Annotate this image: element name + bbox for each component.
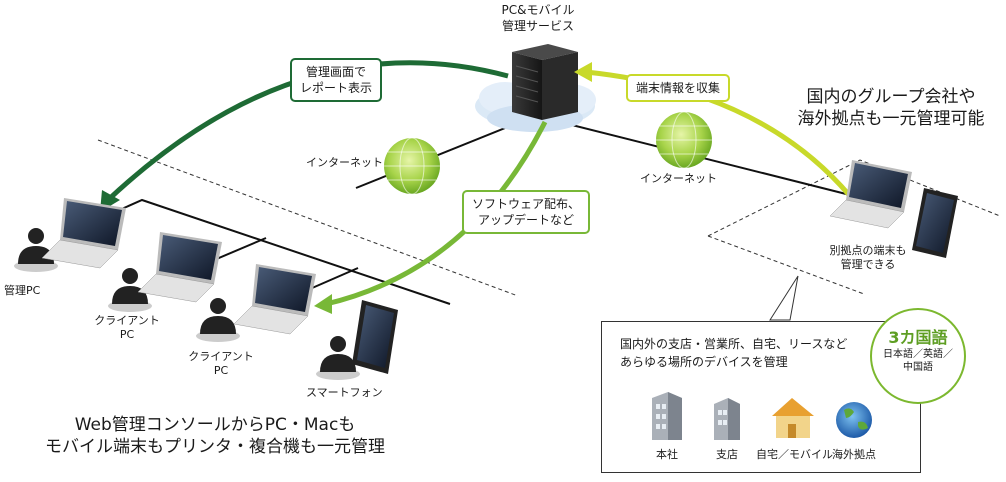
- laptop-icon: [137, 232, 222, 303]
- remote-device-label: 別拠点の端末も 管理できる: [829, 244, 907, 271]
- headline-right: 国内のグループ会社や 海外拠点も一元管理可能: [797, 87, 985, 129]
- collect-callout: 端末情報を収集: [626, 74, 731, 102]
- headline-bottom: Web管理コンソールからPC・Macも モバイル端末もプリンタ・複合機も一元管理: [45, 415, 385, 457]
- branch-building-icon: [714, 398, 740, 440]
- internet-label-right: インターネット: [640, 172, 717, 185]
- place-label: 支店: [716, 448, 738, 461]
- info-box: 国内外の支店・営業所、自宅、リースなど あらゆる場所のデバイスを管理: [601, 321, 921, 473]
- place-icons: [652, 392, 872, 440]
- remote-network-zone: [707, 159, 1001, 295]
- admin-pc-label: 管理PC: [4, 284, 41, 297]
- software-arrow: [325, 120, 548, 307]
- info-line: 国内外の支店・営業所、自宅、リースなど: [620, 337, 848, 351]
- globe-icon: [656, 111, 712, 169]
- person-icon: [316, 336, 360, 380]
- laptop-icon: [829, 160, 912, 229]
- report-callout: 管理画面で レポート表示: [290, 58, 383, 102]
- office-building-icon: [652, 392, 682, 440]
- person-icon: [108, 268, 152, 312]
- earth-icon: [836, 402, 872, 438]
- info-line: あらゆる場所のデバイスを管理: [620, 355, 788, 369]
- place-label: 海外拠点: [832, 448, 876, 461]
- tablet-icon: [912, 188, 958, 258]
- language-title: 3カ国語: [888, 328, 948, 347]
- house-icon: [772, 398, 814, 438]
- laptop-icon: [41, 198, 126, 269]
- software-callout: ソフトウェア配布、 アップデートなど: [462, 190, 591, 234]
- laptop-icon: [233, 264, 316, 335]
- client-pc-label: クライアント PC: [188, 350, 254, 377]
- client-pc-label: クライアント PC: [94, 314, 160, 341]
- person-icon: [196, 298, 240, 342]
- language-badge: 3カ国語 日本語／英語／ 中国語: [870, 308, 966, 404]
- smartphone-label: スマートフォン: [306, 386, 383, 399]
- local-network-zone: [97, 139, 519, 297]
- globe-icon: [384, 137, 440, 195]
- language-list: 日本語／英語／ 中国語: [883, 349, 953, 373]
- tablet-icon: [352, 300, 398, 374]
- place-label: 本社: [656, 448, 678, 461]
- callout-pointer: [769, 275, 799, 321]
- software-arrowhead: [314, 294, 332, 314]
- collect-arrowhead: [574, 62, 592, 82]
- server-icon: [512, 44, 578, 120]
- internet-label-left: インターネット: [306, 156, 383, 169]
- place-label: 自宅／モバイル: [756, 448, 833, 461]
- server-label: PC&モバイル 管理サービス: [501, 3, 575, 33]
- person-icon: [14, 228, 58, 272]
